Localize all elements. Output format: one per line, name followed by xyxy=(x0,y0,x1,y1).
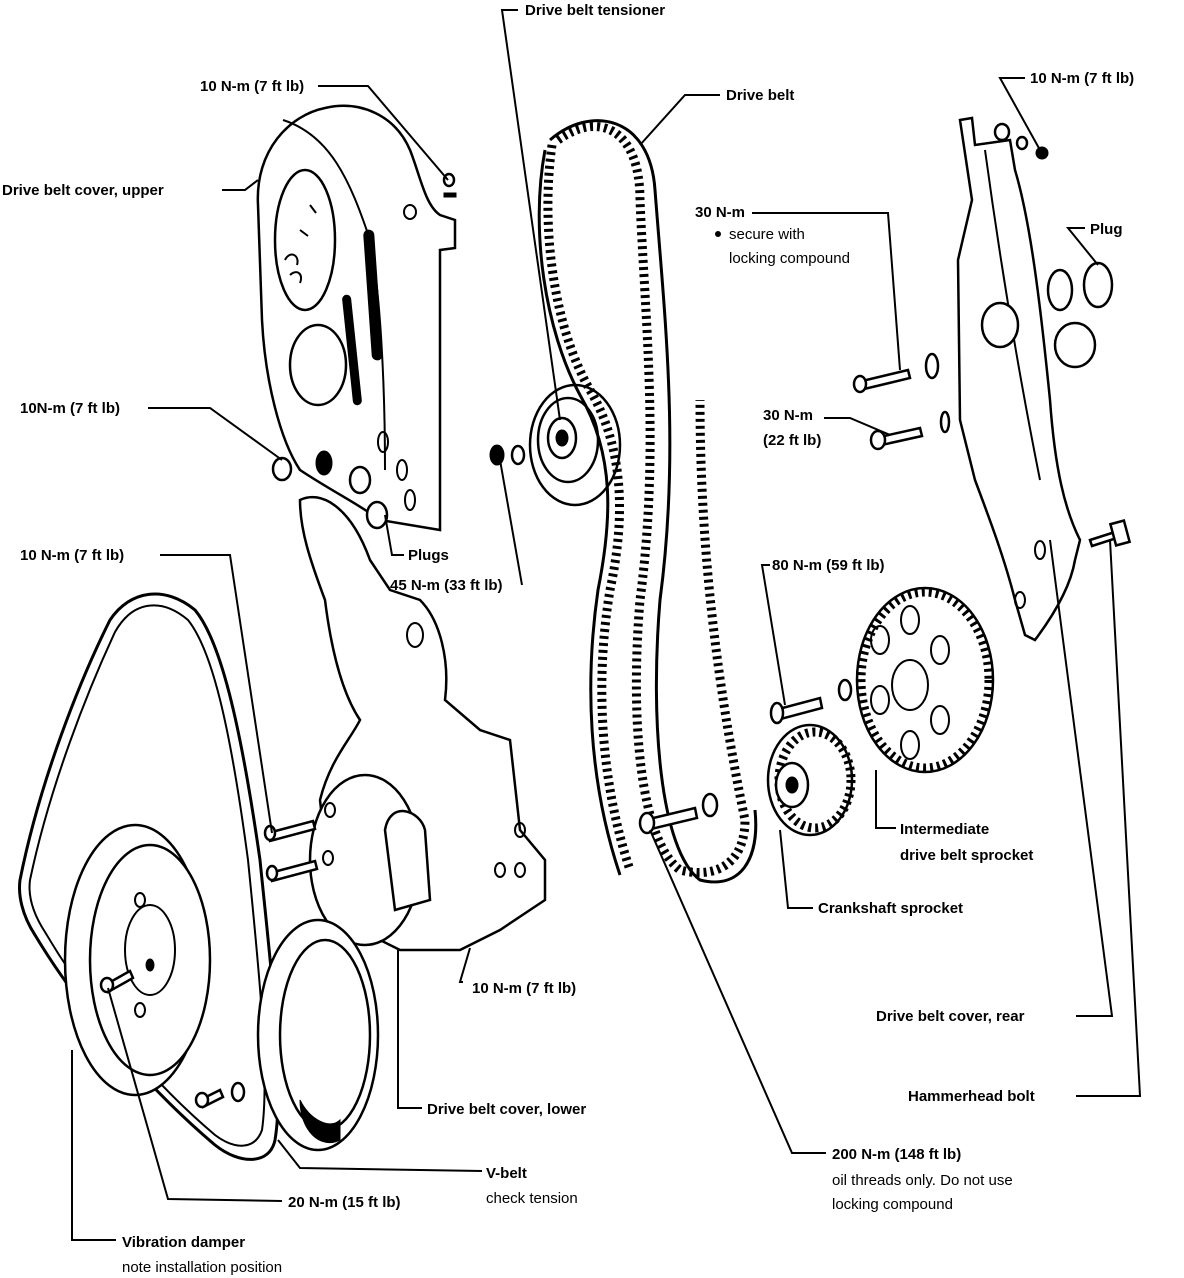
vibration-damper-part xyxy=(63,823,246,1109)
leader-torque-10nm-lower-left xyxy=(160,554,273,834)
label-drive-belt-cover-rear: Drive belt cover, rear xyxy=(876,1008,1025,1025)
label-plug: Plug xyxy=(1090,221,1123,238)
leader-drive-belt-cover-upper xyxy=(222,179,259,191)
crankshaft-bolt-part xyxy=(638,792,719,835)
label-hammerhead-bolt: Hammerhead bolt xyxy=(908,1088,1035,1105)
label-torque-80nm: 80 N-m (59 ft lb) xyxy=(772,557,885,574)
leader-drive-belt xyxy=(639,94,720,146)
label-intermediate-sprocket-line2: drive belt sprocket xyxy=(900,847,1033,864)
leader-torque-45nm xyxy=(499,459,523,586)
leader-torque-200nm xyxy=(649,829,826,1154)
label-intermediate-sprocket-line1: Intermediate xyxy=(900,821,989,838)
label-torque-30nm-22: 30 N-m xyxy=(763,407,813,424)
label-torque-10nm-top-right: 10 N-m (7 ft lb) xyxy=(1030,70,1134,87)
label-drive-belt-cover-upper: Drive belt cover, upper xyxy=(2,182,164,199)
leader-torque-10nm-top-left xyxy=(318,85,449,181)
leader-intermediate-sprocket xyxy=(875,770,896,829)
leader-torque-20nm xyxy=(107,987,283,1202)
leader-torque-30nm-locking xyxy=(752,212,901,371)
leader-torque-10nm-mid-left xyxy=(148,407,283,461)
leader-torque-10nm-bottom xyxy=(458,947,471,983)
label-torque-10nm-top-left: 10 N-m (7 ft lb) xyxy=(200,78,304,95)
drive-belt-part xyxy=(537,119,758,884)
leader-hammerhead-bolt xyxy=(1076,539,1142,1097)
leader-v-belt xyxy=(277,1139,483,1172)
label-torque-200nm-note2: locking compound xyxy=(832,1196,953,1213)
callout-labels: Drive belt tensioner Drive belt 10 N-m (… xyxy=(2,2,1134,1276)
label-vibration-damper-note: note installation position xyxy=(122,1259,282,1276)
leader-vibration-damper xyxy=(71,1050,116,1241)
rear-cover-bolts-part xyxy=(852,352,951,451)
label-drive-belt: Drive belt xyxy=(726,87,794,104)
label-secure-locking-line2: locking compound xyxy=(729,250,850,267)
label-torque-45nm: 45 N-m (33 ft lb) xyxy=(390,577,503,594)
leader-torque-30nm-22 xyxy=(824,417,891,436)
label-secure-locking-line1: secure with xyxy=(729,226,805,243)
crankshaft-sprocket-part xyxy=(766,723,856,837)
label-torque-200nm: 200 N-m (148 ft lb) xyxy=(832,1146,961,1163)
drive-belt-cover-upper-part xyxy=(256,104,457,532)
label-v-belt-note: check tension xyxy=(486,1190,578,1207)
leader-plugs xyxy=(384,514,404,556)
leader-torque-10nm-top-right xyxy=(998,77,1041,151)
leader-torque-80nm xyxy=(760,564,786,706)
label-drive-belt-tensioner: Drive belt tensioner xyxy=(525,2,665,19)
label-torque-200nm-note1: oil threads only. Do not use xyxy=(832,1172,1013,1189)
leader-drive-belt-cover-lower xyxy=(397,950,422,1109)
hammerhead-bolt-part xyxy=(1088,519,1132,548)
label-torque-10nm-lower-left: 10 N-m (7 ft lb) xyxy=(20,547,124,564)
leader-crankshaft-sprocket xyxy=(779,829,813,909)
label-torque-30nm-locking: 30 N-m xyxy=(695,204,745,221)
label-torque-10nm-bottom: 10 N-m (7 ft lb) xyxy=(472,980,576,997)
leader-lines xyxy=(71,9,1142,1241)
label-drive-belt-cover-lower: Drive belt cover, lower xyxy=(427,1101,586,1118)
label-v-belt: V-belt xyxy=(486,1165,527,1182)
intermediate-sprocket-part xyxy=(769,586,995,774)
label-torque-10nm-mid-left: 10N-m (7 ft lb) xyxy=(20,400,120,417)
drive-belt-cover-lower-part xyxy=(298,495,547,952)
leader-drive-belt-tensioner xyxy=(500,9,561,421)
crankshaft-pulley-part xyxy=(256,918,380,1152)
drive-belt-cover-rear-part xyxy=(956,116,1114,642)
leader-plug xyxy=(1065,227,1099,266)
plugs-part xyxy=(271,444,526,530)
label-torque-30nm-22-ftlb: (22 ft lb) xyxy=(763,432,821,449)
bullet-icon xyxy=(715,231,721,237)
label-plugs: Plugs xyxy=(408,547,449,564)
label-vibration-damper: Vibration damper xyxy=(122,1234,245,1251)
leader-drive-belt-cover-rear xyxy=(1049,539,1114,1017)
label-crankshaft-sprocket: Crankshaft sprocket xyxy=(818,900,963,917)
drive-belt-tensioner-part xyxy=(528,383,622,507)
label-torque-20nm: 20 N-m (15 ft lb) xyxy=(288,1194,401,1211)
